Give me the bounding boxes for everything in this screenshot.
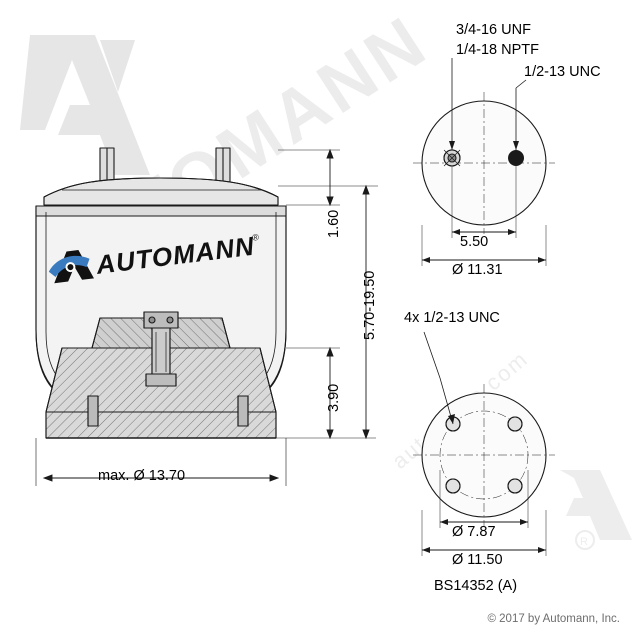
copyright-notice: © 2017 by Automann, Inc.: [487, 613, 620, 625]
part-number: BS14352 (A): [434, 578, 518, 594]
dim-max-diameter: max. Ø 13.70: [98, 468, 186, 484]
base-stud-right: [237, 395, 249, 427]
dim-bottom-outer-diameter: Ø 11.50: [452, 552, 503, 568]
side-view-dimensions: [35, 148, 378, 486]
air-spring-side-view: [35, 147, 287, 439]
callout-bottom-studs: 4x 1/2-13 UNC: [404, 310, 500, 326]
dim-piston-height: 3.90: [326, 383, 342, 412]
svg-text:®: ®: [252, 232, 260, 243]
callout-air-fitting-2: 1/4-18 NPTF: [456, 42, 539, 58]
top-stud-left: [99, 147, 115, 185]
base-plate-view: [413, 331, 555, 556]
dim-stroke-range: 5.70-19.50: [362, 270, 378, 340]
base-stud-holes: [445, 416, 523, 494]
dim-top-bolt-circle: 5.50: [460, 234, 489, 250]
center-bolt: [143, 311, 179, 387]
base-stud-left: [87, 395, 99, 427]
dim-top-plate-height: 1.60: [326, 209, 342, 238]
dim-top-outer-diameter: Ø 11.31: [452, 262, 503, 278]
dim-bottom-bolt-circle: Ø 7.87: [452, 524, 496, 540]
svg-text:R: R: [580, 536, 588, 548]
callout-air-fitting-1: 3/4-16 UNF: [456, 22, 531, 38]
top-plate-view: [413, 58, 555, 266]
top-stud-right: [215, 147, 231, 185]
logo-swoosh-icon: [48, 250, 94, 284]
stud-hole: [508, 150, 524, 166]
automann-logo: AUTOMANN ®: [44, 222, 278, 294]
air-fitting: [443, 149, 461, 167]
callout-stud-thread: 1/2-13 UNC: [524, 64, 601, 80]
